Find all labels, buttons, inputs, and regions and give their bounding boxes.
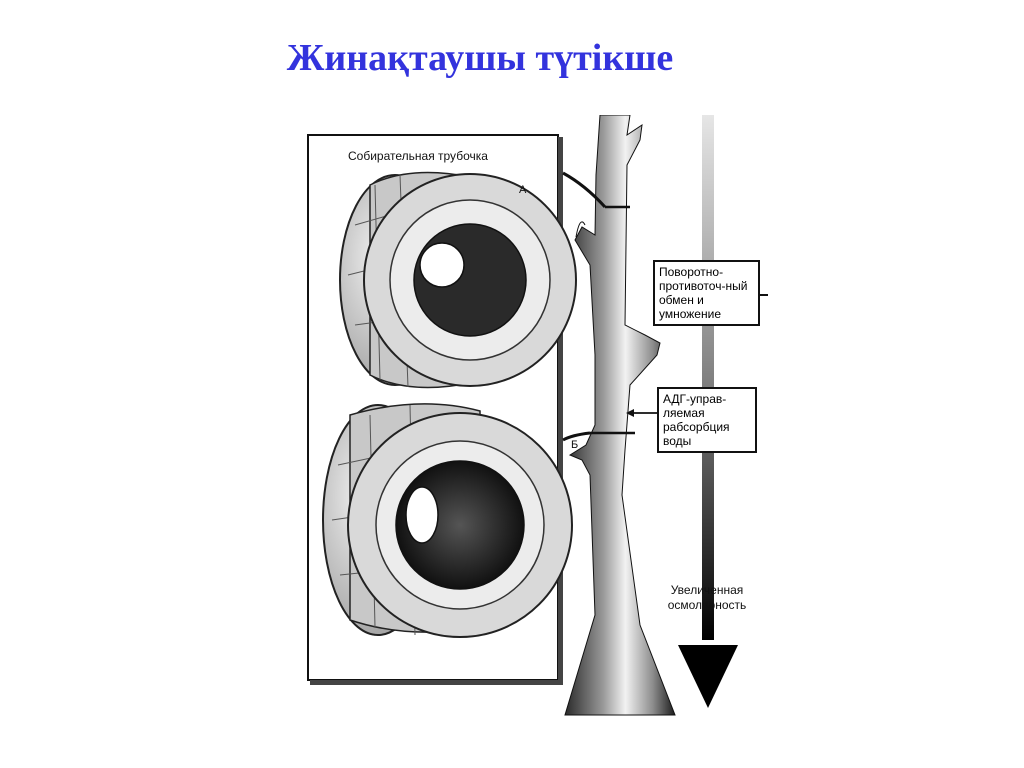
- connector-a: [562, 171, 607, 209]
- duct-trunk: [564, 115, 676, 716]
- diagram-graphics: [307, 115, 768, 716]
- osmolarity-arrow-head: [678, 645, 738, 708]
- collecting-duct-figure: Собирательная трубочка А Б Поворотно-про…: [300, 115, 770, 720]
- panel-caption: Собирательная трубочка: [348, 149, 488, 163]
- adh-reabsorption-box: АДГ-управ-ляемая рабсорбция воды: [657, 387, 757, 453]
- panel-shadow: [558, 137, 563, 682]
- tubule-a-cross-section: [339, 171, 577, 389]
- tubule-b-cross-section: [322, 403, 573, 638]
- label-b: Б: [571, 439, 579, 451]
- slide-title: Жинақтаушы түтікше: [286, 37, 674, 79]
- panel-shadow-bottom: [310, 680, 563, 685]
- connector-b: [562, 431, 591, 442]
- osmolarity-caption: Увеличенная осмолярность: [667, 583, 747, 612]
- osmolarity-arrow-shaft: [702, 115, 714, 640]
- countercurrent-box: Поворотно-противоточ-ный обмен и умножен…: [653, 260, 760, 326]
- label-a: А: [519, 184, 527, 196]
